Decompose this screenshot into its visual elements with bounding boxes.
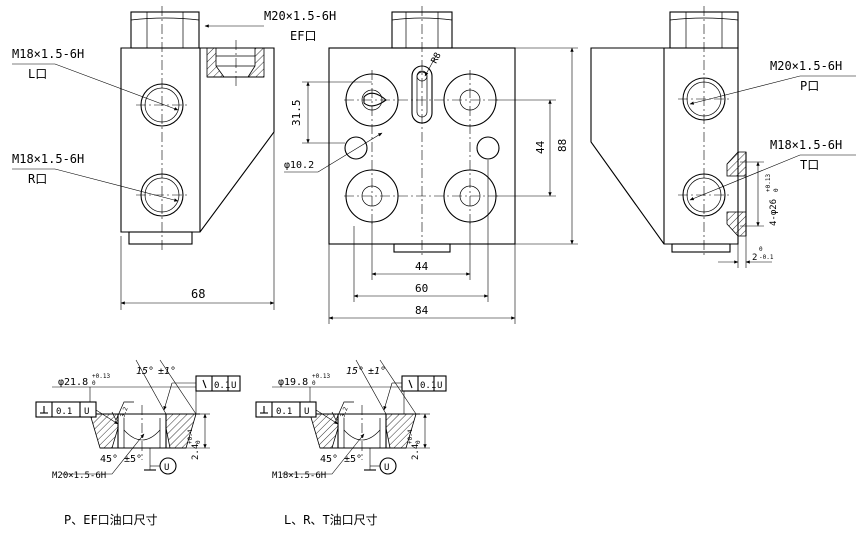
- detail-left-angle-tol: ±1°: [158, 366, 176, 377]
- detail-right-chamfer: 45°: [320, 454, 338, 465]
- detail-left-depth-tol-up: +0.4: [187, 429, 194, 444]
- detail-right-perp-ref: U: [304, 407, 309, 417]
- side-4x26-tol-dn: 0: [773, 188, 780, 192]
- side-4x26-label: 4-φ26: [769, 199, 779, 226]
- detail-right: [255, 359, 447, 475]
- right-view: [590, 6, 856, 268]
- detail-left-roughness: 3.2: [119, 406, 129, 419]
- detail-left-depth: 2.4: [191, 444, 201, 460]
- left-view-labels: M20×1.5-6H EF口 M18×1.5-6H L口 M18×1.5-6H …: [12, 9, 336, 301]
- dim-68: 68: [191, 287, 205, 301]
- detail-right-dia: φ19.8: [278, 377, 308, 388]
- detail-right-dia-tol-dn: 0: [312, 380, 316, 387]
- detail-left-depth-tol-dn: 0: [195, 440, 202, 444]
- l-thread-label: M18×1.5-6H: [12, 47, 84, 61]
- detail-right-angle-tol: ±1°: [368, 366, 386, 377]
- detail-left-perp-ref: U: [84, 407, 89, 417]
- front-view-labels: 31.5 44 88 44 60 84 φ10.2 R8: [284, 51, 569, 317]
- ef-port-label: EF口: [290, 29, 316, 43]
- detail-left-dia-tol-up: +0.13: [92, 373, 110, 380]
- detail-left-caption: P、EF口油口尺寸: [64, 513, 158, 527]
- detail-left-runout-val: 0.1: [214, 381, 230, 391]
- detail-right-runout-val: 0.1: [420, 381, 436, 391]
- front-view: [284, 6, 578, 324]
- detail-right-datum: U: [384, 463, 389, 473]
- r8-label: R8: [430, 51, 444, 65]
- dim-44-horizontal: 44: [415, 260, 429, 273]
- r-port-label: R口: [28, 172, 47, 186]
- detail-right-chamfer-tol: ±5°: [344, 454, 362, 465]
- detail-right-angle: 15°: [346, 366, 364, 377]
- detail-left-dia-tol-dn: 0: [92, 380, 96, 387]
- detail-right-roughness: 3.2: [339, 406, 349, 419]
- p-thread-label: M20×1.5-6H: [770, 59, 842, 73]
- l-port-label: L口: [28, 67, 47, 81]
- detail-left-labels: φ21.8 +0.13 0 15° ±1° 0.1 U 0.1 U 3.2 45…: [52, 366, 236, 527]
- dim-88: 88: [556, 139, 569, 152]
- side-2-tol-dn: -0.1: [759, 254, 774, 261]
- detail-right-depth-tol-dn: 0: [415, 440, 422, 444]
- detail-left-perp-val: 0.1: [56, 407, 72, 417]
- detail-right-depth: 2.4: [411, 444, 421, 460]
- detail-right-depth-tol-up: +0.4: [407, 429, 414, 444]
- dim-84: 84: [415, 304, 429, 317]
- dim-44-vertical: 44: [534, 140, 547, 154]
- detail-left-thread: M20×1.5-6H: [52, 471, 106, 481]
- left-view: [12, 6, 275, 310]
- r-thread-label: M18×1.5-6H: [12, 152, 84, 166]
- detail-right-runout-ref: U: [437, 381, 442, 391]
- dim-60: 60: [415, 282, 428, 295]
- ef-thread-label: M20×1.5-6H: [264, 9, 336, 23]
- detail-left-chamfer: 45°: [100, 454, 118, 465]
- right-view-labels: M20×1.5-6H P口 M18×1.5-6H T口 4-φ26 +0.13 …: [752, 59, 842, 263]
- detail-right-dia-tol-up: +0.13: [312, 373, 330, 380]
- t-thread-label: M18×1.5-6H: [770, 138, 842, 152]
- detail-left-datum: U: [164, 463, 169, 473]
- detail-left-dia: φ21.8: [58, 377, 88, 388]
- detail-left-runout-ref: U: [231, 381, 236, 391]
- dim-31-5: 31.5: [290, 100, 303, 127]
- side-2-label: 2: [752, 253, 757, 263]
- t-port-label: T口: [800, 158, 819, 172]
- detail-left-chamfer-tol: ±5°: [124, 454, 142, 465]
- detail-right-perp-val: 0.1: [276, 407, 292, 417]
- detail-right-thread: M18×1.5-6H: [272, 471, 326, 481]
- side-4x26-tol-up: +0.13: [765, 174, 772, 192]
- detail-left: [35, 359, 241, 475]
- detail-right-caption: L、R、T油口尺寸: [284, 513, 378, 527]
- side-2-tol-up: 0: [759, 246, 763, 253]
- detail-right-labels: φ19.8 +0.13 0 15° ±1° 0.1 U 0.1 U 3.2 45…: [272, 366, 442, 527]
- hole-10-2-label: φ10.2: [284, 160, 314, 171]
- detail-left-angle: 15°: [136, 366, 154, 377]
- p-port-label: P口: [800, 79, 819, 93]
